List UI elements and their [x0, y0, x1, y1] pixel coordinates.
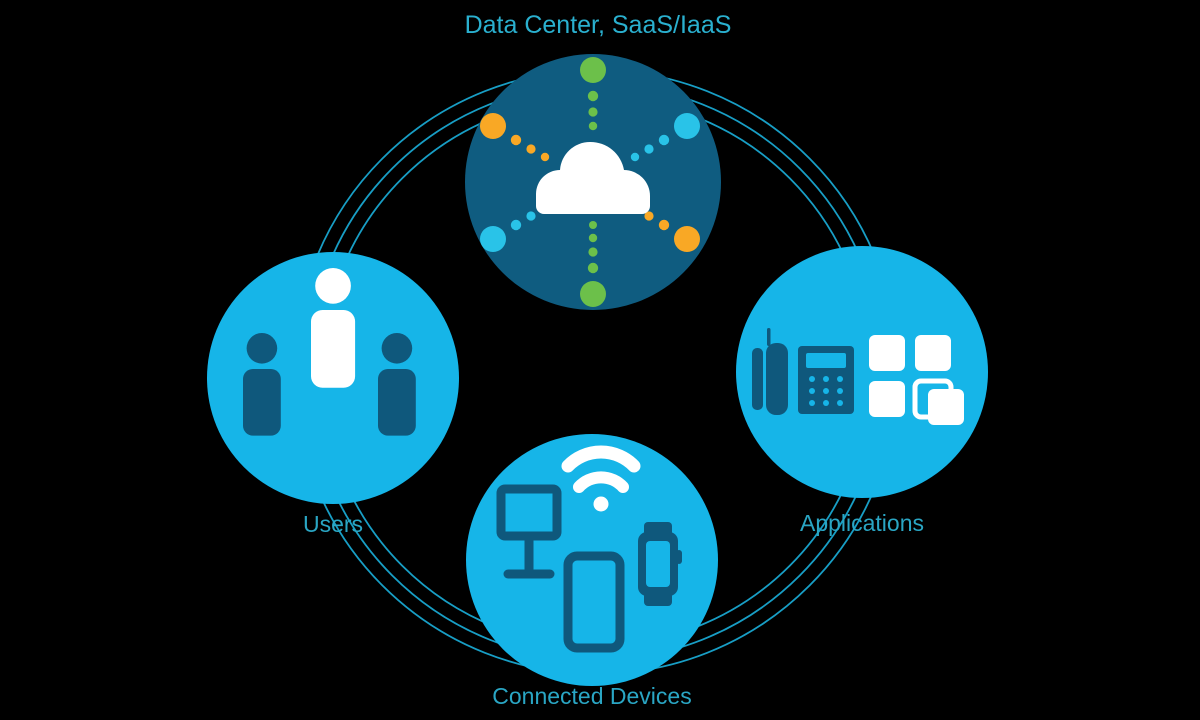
cordless-handset-icon	[766, 328, 788, 415]
node-connected-devices[interactable]	[466, 434, 718, 686]
person-right-icon	[378, 333, 416, 436]
person-center-icon	[311, 268, 356, 388]
wifi-icon	[561, 445, 641, 512]
smartphone-icon	[563, 551, 625, 653]
desk-phone-icon	[752, 328, 854, 415]
person-left-icon	[243, 333, 281, 436]
label-connected-devices: Connected Devices	[492, 683, 691, 709]
app-tile-popup	[928, 389, 964, 425]
hub-spokes	[480, 57, 700, 307]
node-data-center[interactable]	[465, 54, 721, 310]
spoke-upper-left-orange	[480, 113, 550, 162]
app-tile-bottom-left	[869, 381, 905, 417]
node-users[interactable]	[207, 252, 459, 504]
monitor-icon	[496, 484, 562, 579]
app-tiles-icon	[869, 335, 964, 425]
app-tile-top-left	[869, 335, 905, 371]
label-applications: Applications	[800, 510, 924, 536]
spoke-upper-right-cyan	[630, 113, 700, 162]
node-circle-applications[interactable]	[736, 246, 988, 498]
node-applications[interactable]	[736, 246, 988, 498]
label-data-center: Data Center, SaaS/IaaS	[465, 11, 732, 39]
spoke-up-green	[580, 57, 606, 131]
smartwatch-icon	[638, 522, 682, 606]
spoke-down-green	[580, 221, 606, 307]
app-tile-top-right	[915, 335, 951, 371]
label-users: Users	[303, 511, 363, 537]
